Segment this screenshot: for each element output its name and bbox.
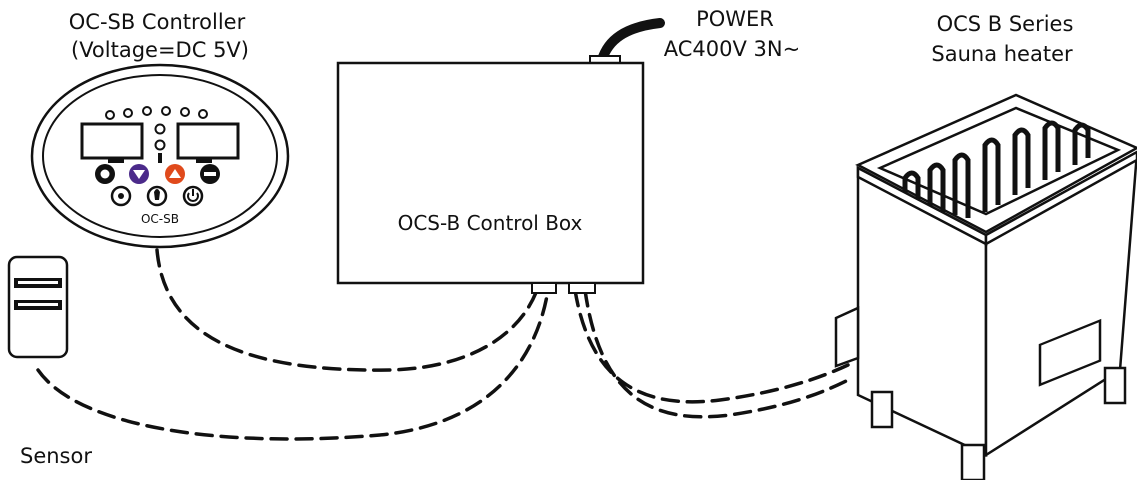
minus-button[interactable]	[200, 164, 220, 184]
bulb-icon	[154, 189, 160, 200]
indicator-lights	[105, 106, 208, 120]
control-box: OCS-B Control Box	[336, 61, 645, 294]
down-arrow-icon	[133, 170, 145, 179]
sensor-label: Sensor	[20, 444, 92, 468]
fan-button[interactable]	[110, 185, 132, 207]
power-cable	[589, 18, 665, 67]
sensor	[7, 255, 69, 359]
heating-elements	[902, 120, 1091, 218]
power-icon	[187, 192, 199, 202]
power-button[interactable]	[182, 185, 204, 207]
right-display	[176, 122, 240, 160]
controller: OC-SB	[30, 63, 290, 249]
heater-subtitle: Sauna heater	[931, 42, 1073, 66]
heater-panel	[1038, 318, 1102, 387]
up-button[interactable]	[165, 164, 185, 184]
heater-cable-1	[573, 288, 850, 404]
light-icon	[100, 169, 110, 179]
controller-cable	[155, 248, 539, 372]
control-box-label: OCS-B Control Box	[398, 211, 583, 235]
minus-icon	[204, 172, 216, 176]
controller-title: OC-SB Controller	[69, 10, 246, 34]
fan-icon	[118, 193, 124, 199]
up-arrow-icon	[169, 169, 181, 178]
sensor-cable	[36, 288, 550, 441]
power-title: POWER	[696, 7, 774, 31]
controller-model-label: OC-SB	[141, 212, 179, 226]
cables	[36, 248, 854, 441]
power-spec: AC400V 3N~	[664, 37, 800, 61]
controller-voltage: (Voltage=DC 5V)	[71, 38, 249, 62]
heater-title: OCS B Series	[937, 12, 1074, 36]
heater-cable-2	[583, 288, 854, 419]
down-button[interactable]	[129, 164, 149, 184]
bulb-button[interactable]	[146, 185, 168, 207]
sauna-heater	[834, 93, 1137, 480]
light-button[interactable]	[95, 164, 115, 184]
left-display	[80, 122, 144, 160]
